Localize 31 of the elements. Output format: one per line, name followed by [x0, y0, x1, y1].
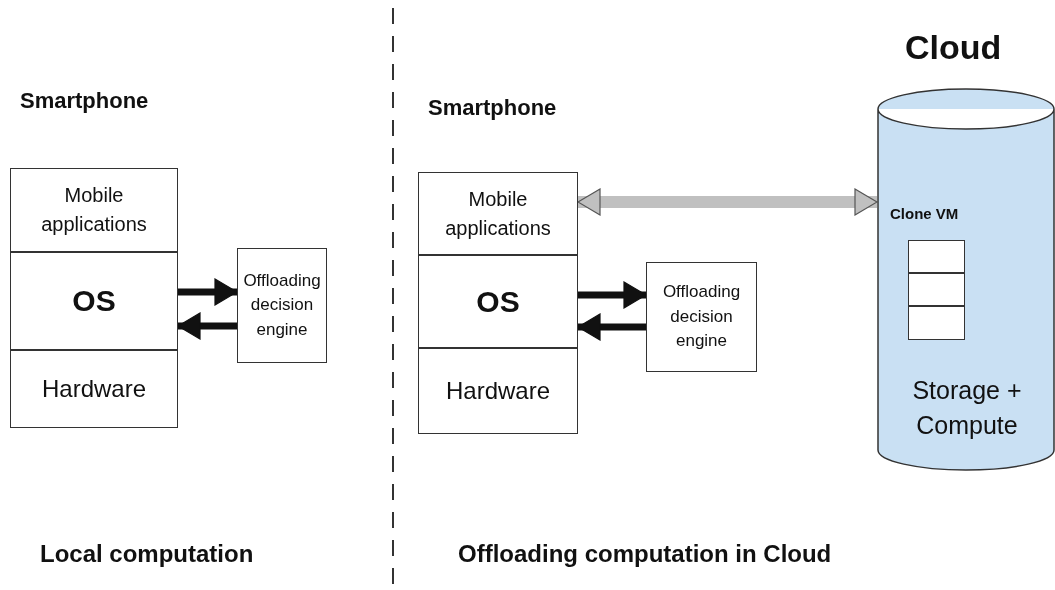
arrow [577, 313, 646, 341]
layer-box [10, 350, 178, 428]
layer-label: Mobile applications [444, 186, 552, 241]
layer-box [418, 172, 578, 255]
caption-text: Offloading computation in Cloud [458, 540, 832, 568]
layer-label: OS [72, 283, 116, 320]
layer-label: Mobile applications [40, 183, 148, 237]
arrow [578, 281, 647, 309]
caption-text: Local computation [40, 540, 254, 568]
process-box [646, 262, 757, 372]
table-cell [908, 306, 965, 340]
process-box [237, 248, 327, 363]
layer-label: Hardware [41, 373, 146, 404]
layer-box [10, 168, 178, 252]
table-cell [908, 273, 965, 306]
section-heading: Smartphone [428, 95, 557, 121]
layer-box [10, 252, 178, 350]
arrow [178, 278, 238, 306]
arrow [577, 188, 878, 216]
engine-label: Offloading decision engine [242, 269, 322, 341]
cloud-text: Storage + Compute [911, 375, 1023, 441]
arrow [177, 312, 237, 340]
layer-box [418, 348, 578, 434]
engine-label: Offloading decision engine [661, 281, 742, 353]
vm-label: Clone VM [890, 205, 959, 222]
layer-label: Hardware [445, 375, 550, 406]
section-heading: Smartphone [20, 88, 149, 114]
layer-box [418, 255, 578, 348]
table-cell [908, 240, 965, 273]
layer-label: OS [476, 283, 520, 320]
cloud-heading: Cloud [905, 28, 1002, 67]
